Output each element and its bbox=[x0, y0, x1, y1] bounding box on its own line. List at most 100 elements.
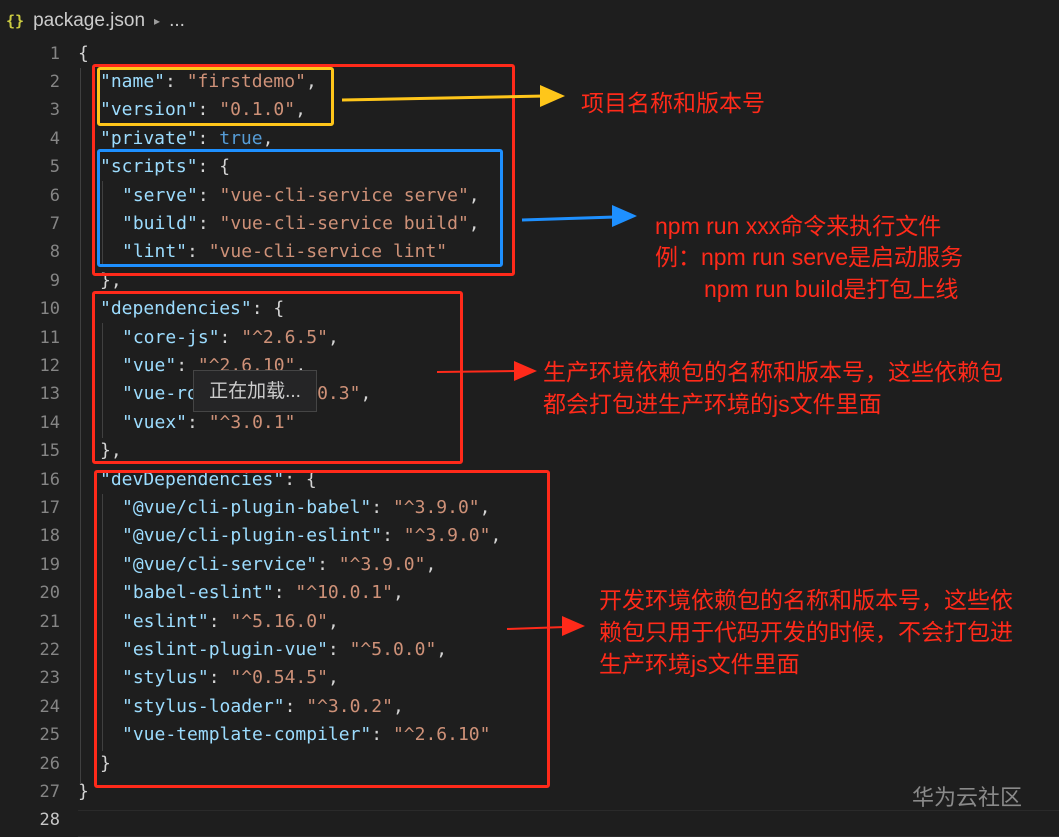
json-string: "^5.0.0" bbox=[349, 638, 437, 660]
json-punctuation: : bbox=[371, 724, 393, 746]
line-number: 15 bbox=[39, 441, 60, 462]
line-number: 24 bbox=[39, 696, 60, 717]
red-arrow-dev-dependencies bbox=[506, 616, 585, 636]
code-line[interactable]: "vue-template-compiler": "^2.6.10" bbox=[122, 721, 490, 749]
dependencies-box bbox=[92, 291, 463, 464]
json-punctuation: }, bbox=[100, 440, 122, 462]
code-line[interactable]: "stylus": "^0.54.5", bbox=[122, 664, 339, 692]
indent-guide bbox=[80, 68, 81, 784]
line-number: 6 bbox=[49, 185, 60, 206]
json-key: "version" bbox=[100, 99, 198, 121]
code-line[interactable]: "serve": "vue-cli-service serve", bbox=[122, 182, 480, 210]
code-line[interactable]: "eslint": "^5.16.0", bbox=[122, 608, 339, 636]
json-punctuation: : bbox=[187, 411, 209, 433]
code-line[interactable]: "devDependencies": { bbox=[100, 466, 317, 494]
code-line[interactable]: "build": "vue-cli-service build", bbox=[122, 210, 480, 238]
json-string: "^3.9.0" bbox=[392, 496, 480, 518]
json-string: "^0.54.5" bbox=[230, 667, 328, 689]
code-line[interactable]: "name": "firstdemo", bbox=[100, 68, 317, 96]
line-number: 22 bbox=[39, 639, 60, 660]
code-line[interactable]: { bbox=[78, 40, 89, 68]
code-line[interactable]: "@vue/cli-plugin-eslint": "^3.9.0", bbox=[122, 522, 501, 550]
json-punctuation: : bbox=[176, 354, 198, 376]
json-key: "stylus-loader" bbox=[122, 695, 285, 717]
line-number: 10 bbox=[39, 299, 60, 320]
code-line[interactable]: "private": true, bbox=[100, 125, 273, 153]
line-number: 20 bbox=[39, 583, 60, 604]
line-number: 28 bbox=[39, 810, 60, 831]
json-key: "core-js" bbox=[122, 326, 220, 348]
json-punctuation: : { bbox=[251, 298, 285, 320]
json-key: "@vue/cli-plugin-babel" bbox=[122, 496, 372, 518]
json-punctuation: , bbox=[305, 70, 317, 92]
json-punctuation: , bbox=[392, 695, 404, 717]
indent-guide bbox=[102, 181, 103, 267]
json-string: "vue-cli-service lint" bbox=[208, 241, 448, 263]
json-punctuation: , bbox=[479, 496, 491, 518]
json-string: "vue-cli-service serve" bbox=[219, 184, 469, 206]
code-line[interactable]: "@vue/cli-service": "^3.9.0", bbox=[122, 551, 436, 579]
json-key: "dependencies" bbox=[100, 298, 252, 320]
breadcrumb: {} package.json ▸ ... bbox=[0, 0, 1059, 42]
json-punctuation: : { bbox=[284, 468, 317, 490]
json-punctuation: , bbox=[295, 99, 306, 121]
code-line[interactable]: "version": "0.1.0", bbox=[100, 96, 306, 124]
json-key: "scripts" bbox=[100, 156, 198, 178]
yellow-arrow bbox=[341, 85, 565, 107]
json-key: "vue" bbox=[122, 354, 177, 376]
json-punctuation: : bbox=[208, 667, 231, 689]
json-key: "eslint" bbox=[122, 610, 209, 632]
chevron-right-icon: ▸ bbox=[154, 14, 161, 28]
line-number: 17 bbox=[39, 497, 60, 518]
code-line[interactable]: "babel-eslint": "^10.0.1", bbox=[122, 579, 404, 607]
json-punctuation: { bbox=[78, 42, 89, 64]
json-key: "name" bbox=[100, 70, 166, 92]
note-scripts-line2: 例：npm run serve是启动服务 bbox=[655, 244, 964, 270]
json-punctuation: , bbox=[295, 354, 307, 376]
name-version-box bbox=[97, 67, 334, 126]
json-string: "^5.16.0" bbox=[230, 610, 328, 632]
line-number: 14 bbox=[39, 412, 60, 433]
code-line[interactable]: "core-js": "^2.6.5", bbox=[122, 324, 339, 352]
line-number: 13 bbox=[39, 384, 60, 405]
json-string: "^3.0.1" bbox=[208, 411, 296, 433]
breadcrumb-file[interactable]: package.json bbox=[33, 10, 146, 31]
code-line[interactable]: "eslint-plugin-vue": "^5.0.0", bbox=[122, 636, 447, 664]
json-key: "serve" bbox=[122, 184, 198, 206]
line-number: 23 bbox=[39, 668, 60, 689]
json-punctuation: : bbox=[219, 326, 242, 348]
line-number: 27 bbox=[39, 781, 60, 802]
json-punctuation: , bbox=[327, 667, 339, 689]
json-key: "lint" bbox=[122, 241, 188, 263]
code-line[interactable]: "vuex": "^3.0.1" bbox=[122, 409, 295, 437]
code-line[interactable]: }, bbox=[100, 437, 122, 465]
line-number: 1 bbox=[49, 43, 60, 64]
json-punctuation: : bbox=[371, 496, 393, 518]
code-line[interactable]: "dependencies": { bbox=[100, 295, 284, 323]
code-line[interactable]: "stylus-loader": "^3.0.2", bbox=[122, 693, 404, 721]
dev-dependencies-box bbox=[94, 470, 550, 788]
code-line[interactable]: "lint": "vue-cli-service lint" bbox=[122, 238, 447, 266]
json-string: "^10.0.1" bbox=[295, 582, 393, 604]
json-key: "@vue/cli-service" bbox=[122, 553, 318, 575]
note-devdeps-line3: 生产环境js文件里面 bbox=[599, 651, 800, 677]
json-key: "devDependencies" bbox=[100, 468, 285, 490]
note-devdeps-line1: 开发环境依赖包的名称和版本号，这些依 bbox=[599, 587, 1013, 613]
code-line[interactable]: } bbox=[100, 750, 111, 778]
breadcrumb-more[interactable]: ... bbox=[169, 10, 185, 31]
json-key: "vuex" bbox=[122, 411, 188, 433]
code-line[interactable]: "@vue/cli-plugin-babel": "^3.9.0", bbox=[122, 494, 490, 522]
json-string: "^2.6.5" bbox=[241, 326, 328, 348]
json-punctuation: , bbox=[468, 184, 480, 206]
json-punctuation: : bbox=[165, 70, 187, 92]
json-punctuation: } bbox=[100, 752, 111, 774]
json-string: "^2.6.10" bbox=[392, 724, 491, 746]
json-boolean: true bbox=[219, 127, 263, 149]
red-arrow-dependencies bbox=[436, 361, 537, 381]
line-number: 18 bbox=[39, 526, 60, 547]
code-line[interactable]: "scripts": { bbox=[100, 153, 230, 181]
code-line[interactable]: } bbox=[78, 778, 89, 806]
json-punctuation: : bbox=[284, 695, 307, 717]
json-punctuation: , bbox=[436, 638, 448, 660]
json-string: "^3.9.0" bbox=[403, 525, 491, 547]
